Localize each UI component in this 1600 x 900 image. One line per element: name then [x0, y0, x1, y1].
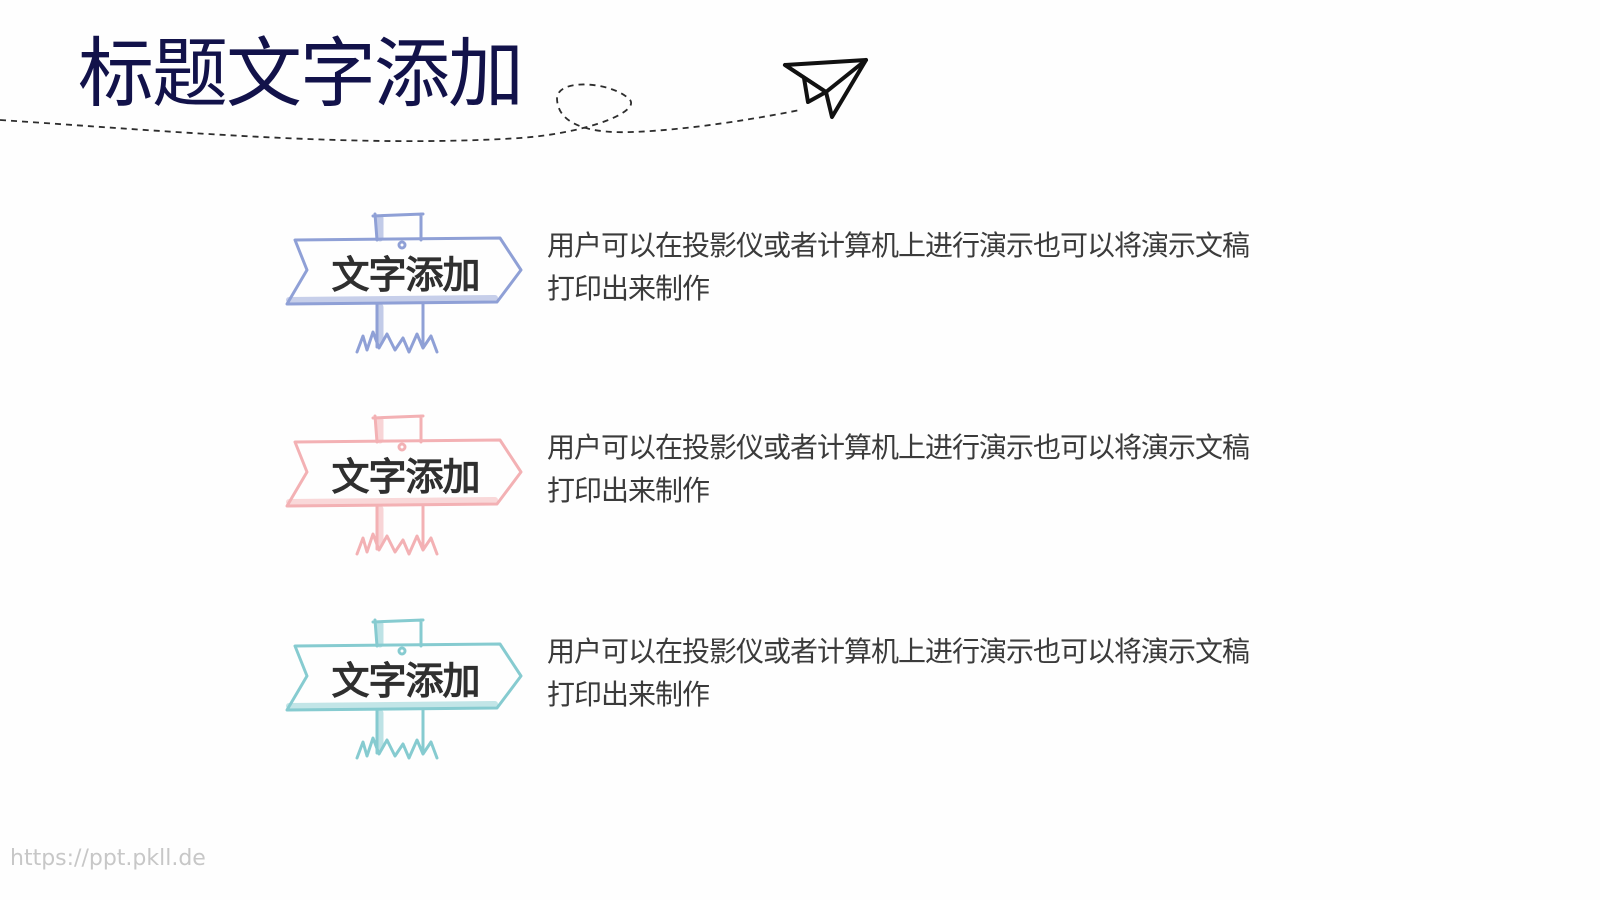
signpost-icon: 文字添加 — [285, 618, 530, 768]
sign-label: 文字添加 — [331, 253, 480, 297]
dashed-flight-path — [0, 83, 801, 143]
watermark-text: https://ppt.pkll.de — [10, 846, 206, 871]
page-title: 标题文字添加 — [78, 29, 524, 118]
signpost-icon: 文字添加 — [285, 212, 530, 362]
signpost-icon: 文字添加 — [285, 414, 530, 564]
sign-label: 文字添加 — [331, 455, 480, 499]
paper-plane-icon — [783, 58, 868, 119]
list-item: 文字添加 用户可以在投影仪或者计算机上进行演示也可以将演示文稿打印出来制作 — [285, 212, 1285, 362]
description-text: 用户可以在投影仪或者计算机上进行演示也可以将演示文稿打印出来制作 — [547, 431, 1250, 507]
description-text: 用户可以在投影仪或者计算机上进行演示也可以将演示文稿打印出来制作 — [547, 635, 1250, 711]
sign-label: 文字添加 — [331, 659, 480, 703]
list-item: 文字添加 用户可以在投影仪或者计算机上进行演示也可以将演示文稿打印出来制作 — [285, 618, 1285, 768]
description-text: 用户可以在投影仪或者计算机上进行演示也可以将演示文稿打印出来制作 — [547, 229, 1250, 305]
list-item: 文字添加 用户可以在投影仪或者计算机上进行演示也可以将演示文稿打印出来制作 — [285, 414, 1285, 564]
